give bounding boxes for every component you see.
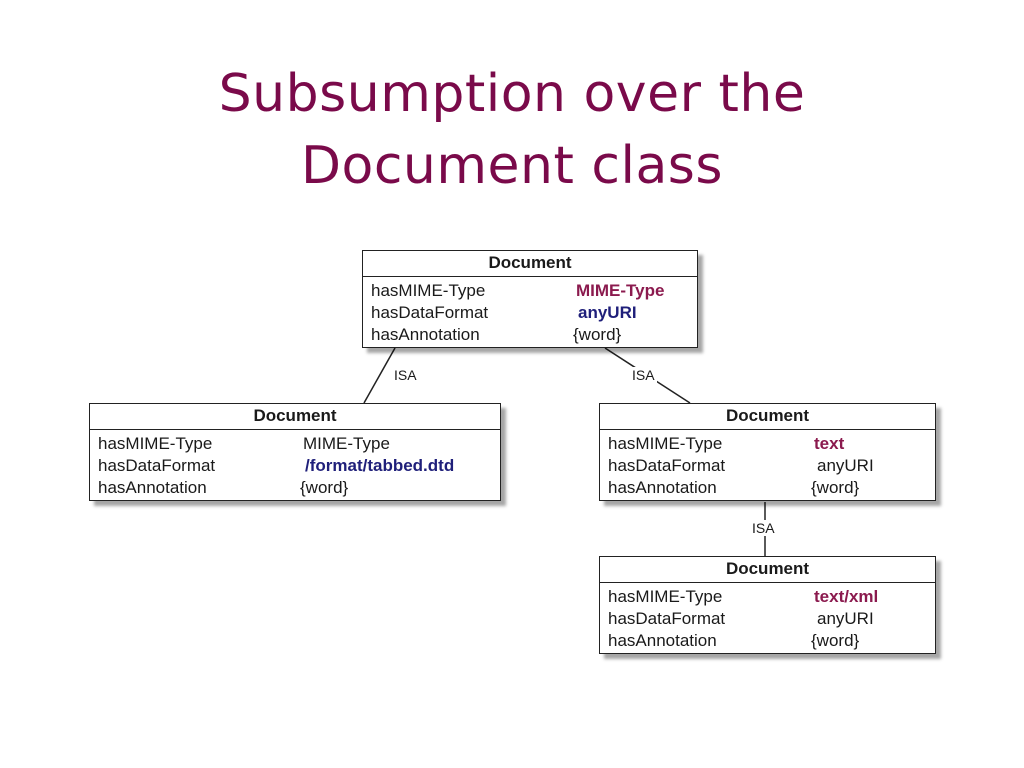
attribute-row: hasMIME-Type text [608,433,927,455]
slide-title: Subsumption over the Document class [0,58,1024,202]
attribute-value: anyURI [578,303,637,322]
attribute-value: MIME-Type [576,281,665,300]
attribute-value: /format/tabbed.dtd [305,456,455,475]
document-box-right: Document hasMIME-Type text hasDataFormat… [599,403,936,501]
document-box-left: Document hasMIME-Type MIME-Type hasDataF… [89,403,501,501]
box-header: Document [600,404,935,430]
attribute-name: hasAnnotation [371,325,480,344]
attribute-value: MIME-Type [303,434,390,453]
attribute-name: hasAnnotation [608,631,717,650]
attribute-value: {word} [811,631,860,650]
attribute-name: hasMIME-Type [608,587,723,606]
attribute-row: hasDataFormat anyURI [608,608,927,630]
attribute-row: hasAnnotation {word} [98,477,492,499]
attribute-value: text [814,434,845,453]
document-box-top: Document hasMIME-Type MIME-Type hasDataF… [362,250,698,348]
attribute-row: hasMIME-Type MIME-Type [371,280,689,302]
isa-label-right: ISA [630,367,657,383]
attribute-row: hasDataFormat anyURI [371,302,689,324]
isa-label-bottom: ISA [750,520,777,536]
attribute-name: hasMIME-Type [98,434,213,453]
attribute-row: hasMIME-Type MIME-Type [98,433,492,455]
attribute-value: anyURI [817,609,874,628]
isa-edge-top-left [363,347,396,404]
attribute-name: hasMIME-Type [371,281,486,300]
attribute-name: hasAnnotation [98,478,207,497]
attribute-row: hasAnnotation {word} [608,630,927,652]
attribute-value: text/xml [814,587,879,606]
attribute-name: hasDataFormat [608,456,726,475]
attribute-name: hasAnnotation [608,478,717,497]
box-header: Document [600,557,935,583]
box-header: Document [363,251,697,277]
attribute-value: {word} [811,478,860,497]
attribute-name: hasDataFormat [371,303,489,322]
attribute-value: anyURI [817,456,874,475]
attribute-row: hasDataFormat anyURI [608,455,927,477]
attribute-row: hasAnnotation {word} [371,324,689,346]
box-header: Document [90,404,500,430]
attribute-name: hasDataFormat [608,609,726,628]
attribute-name: hasDataFormat [98,456,216,475]
attribute-name: hasMIME-Type [608,434,723,453]
title-line-1: Subsumption over the [218,64,806,124]
isa-label-left: ISA [392,367,419,383]
attribute-row: hasMIME-Type text/xml [608,586,927,608]
document-box-bottom: Document hasMIME-Type text/xml hasDataFo… [599,556,936,654]
title-line-2: Document class [300,136,723,196]
attribute-row: hasAnnotation {word} [608,477,927,499]
attribute-value: {word} [300,478,349,497]
attribute-value: {word} [573,325,622,344]
attribute-row: hasDataFormat /format/tabbed.dtd [98,455,492,477]
